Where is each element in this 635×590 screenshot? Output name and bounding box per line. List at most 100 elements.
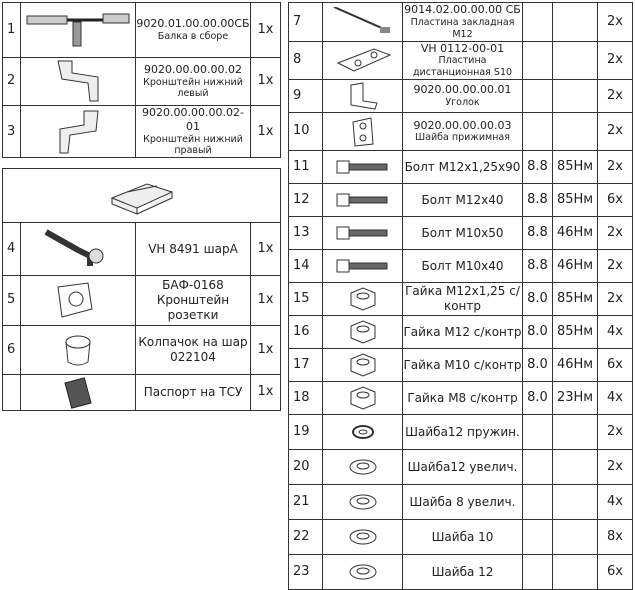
quantity: 1x (250, 57, 281, 106)
part-name: Кронштейн нижний правый (143, 133, 243, 157)
part-image (20, 374, 136, 411)
quantity: 1x (250, 104, 281, 159)
strength-grade: 8.0 (522, 315, 553, 349)
part-name: Пластина дистанционная S10 (412, 55, 513, 79)
part-name: VH 8491 шарА (135, 222, 251, 276)
item-number: 15 (288, 282, 323, 316)
item-number (2, 374, 21, 411)
torque (552, 449, 598, 485)
part-name: Колпачок на шар 022104 (135, 325, 251, 375)
grade (522, 2, 553, 42)
part-name: Балка в сборе (157, 30, 229, 42)
item-number: 7 (288, 2, 323, 42)
quantity: 2x (597, 2, 633, 42)
grade (522, 112, 553, 151)
grade (522, 40, 553, 80)
part-name: Шайба12 пружин. (402, 414, 523, 450)
part-code: 9020.00.00.00.03 (413, 118, 512, 132)
item-number: 23 (288, 554, 323, 590)
part-name: Паспорт на ТСУ (135, 374, 251, 411)
washer-icon (323, 456, 402, 478)
torque (552, 519, 598, 555)
item-number: 4 (2, 222, 21, 276)
strength-grade: 8.0 (522, 348, 553, 382)
quantity: 2x (597, 414, 633, 450)
strength-grade (522, 449, 553, 485)
washer-icon (323, 526, 402, 548)
quantity: 1x (250, 2, 281, 58)
part-image (20, 222, 136, 276)
item-number: 1 (2, 2, 21, 58)
part-image (20, 57, 136, 106)
part-name: Гайка М8 с/контр (402, 381, 523, 415)
torque: 46Нм (552, 348, 598, 382)
part-image (322, 150, 403, 184)
torque: 85Нм (552, 315, 598, 349)
item-number: 10 (288, 112, 323, 151)
quantity: 2x (597, 112, 633, 151)
torque (552, 484, 598, 520)
part-code: 9014.02.00.00.00 СБ (404, 3, 521, 16)
part-image (322, 554, 403, 590)
package-box-cell (2, 168, 281, 223)
part-image (20, 104, 136, 159)
bolt-icon (323, 159, 402, 175)
quantity: 1x (250, 325, 281, 375)
part-image (322, 381, 403, 415)
item-number: 18 (288, 381, 323, 415)
quantity: 2x (597, 150, 633, 184)
part-name: Шайба 8 увелич. (402, 484, 523, 520)
item-number: 19 (288, 414, 323, 450)
torque (552, 40, 598, 80)
nut-icon (323, 351, 402, 379)
part-name: Гайка М10 с/контр (402, 348, 523, 382)
torque (552, 554, 598, 590)
bracket-right-icon (21, 109, 135, 155)
part-name: Кронштейн нижний левый (143, 76, 243, 100)
grade (522, 79, 553, 113)
strength-grade (522, 519, 553, 555)
part-image (322, 183, 403, 217)
item-number: 21 (288, 484, 323, 520)
strength-grade: 8.8 (522, 249, 553, 283)
quantity: 1x (250, 374, 281, 411)
part-code: 9020.00.00.00.01 (413, 83, 512, 97)
quantity: 1x (250, 275, 281, 326)
part-image (20, 275, 136, 326)
item-number: 9 (288, 79, 323, 113)
quantity: 2x (597, 40, 633, 80)
part-image (322, 519, 403, 555)
item-number: 14 (288, 249, 323, 283)
part-image (322, 216, 403, 250)
item-number: 13 (288, 216, 323, 250)
bracket-left-icon (21, 59, 135, 105)
part-image (322, 484, 403, 520)
part-code: 9020.00.00.00.02 (144, 62, 242, 76)
quantity: 6x (597, 554, 633, 590)
part-code: VH 0112-00-01 (420, 41, 505, 55)
item-number: 2 (2, 57, 21, 106)
part-image (322, 79, 403, 113)
socket-bracket-icon (21, 279, 135, 323)
torque (552, 2, 598, 42)
strength-grade: 8.8 (522, 183, 553, 217)
spring-washer-icon (323, 421, 402, 443)
